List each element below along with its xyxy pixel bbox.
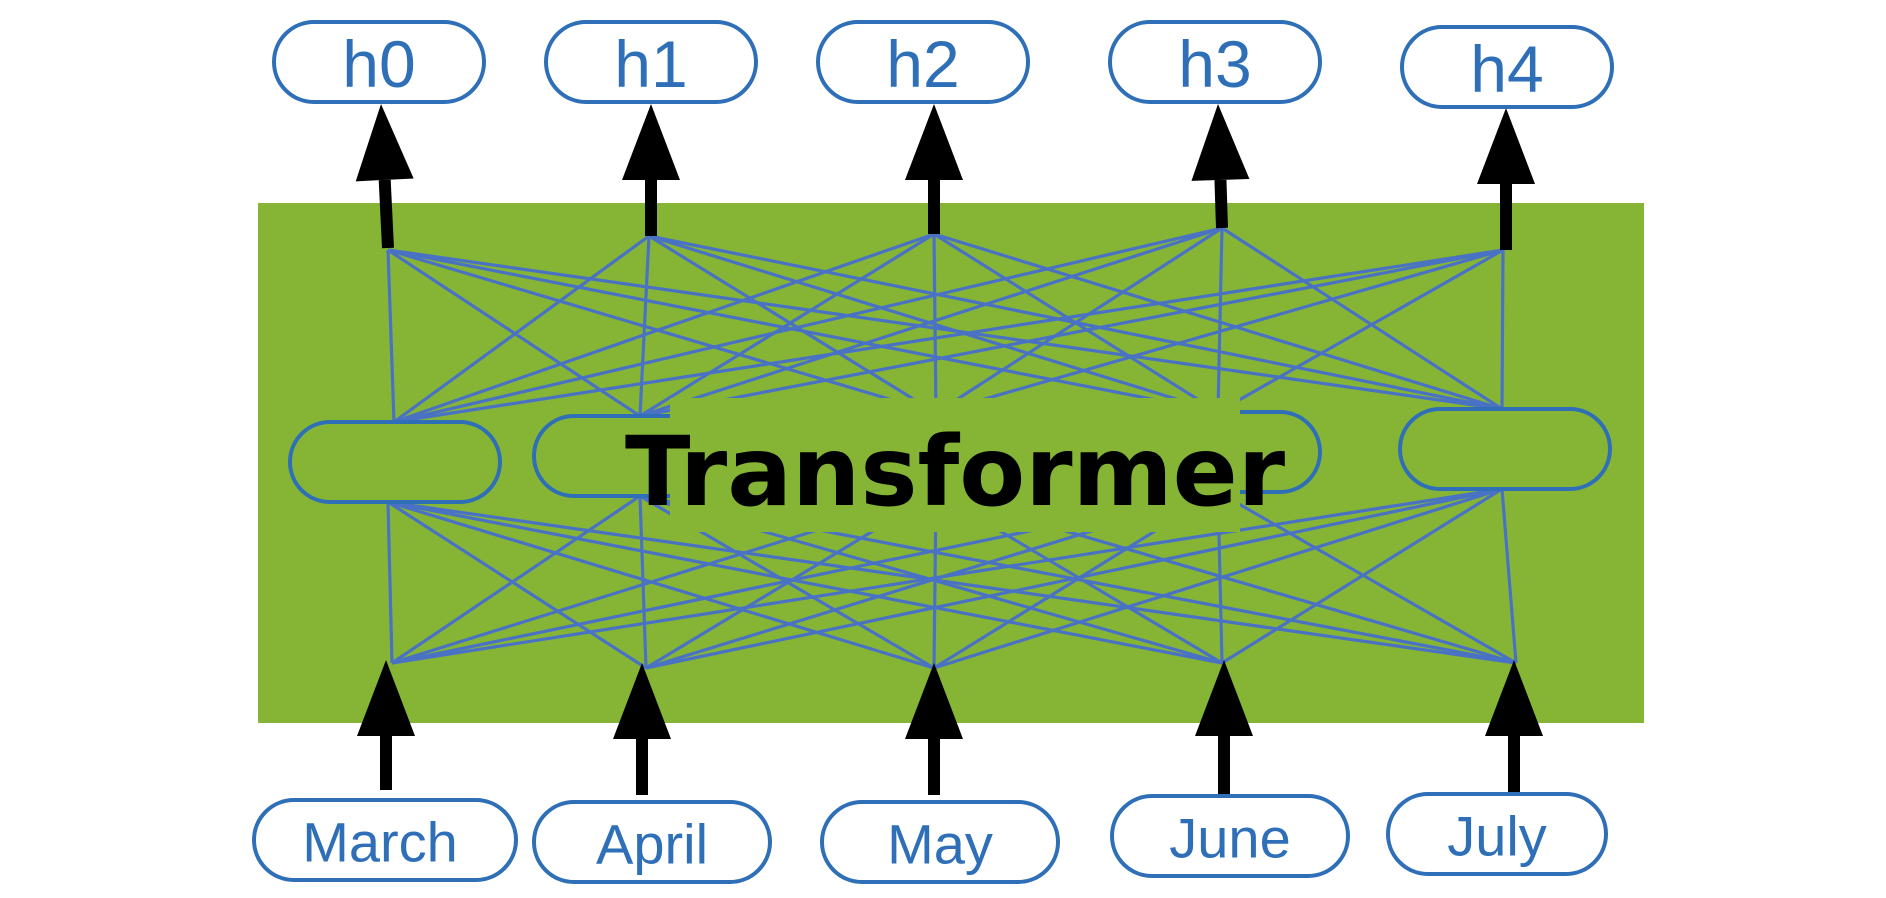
connection-upper-4-4 [1500,249,1505,410]
connection-upper-0-0 [386,249,396,423]
connection-upper-3-3 [1216,227,1224,413]
input-arrow-3 [1195,660,1253,795]
connection-upper-1-1 [638,235,651,417]
connection-lower-0-1 [387,500,647,670]
connection-lower-1-1 [638,495,648,669]
input-node-may: May [820,800,1060,884]
output-arrow-4 [1477,108,1535,250]
output-node-h2: h2 [816,20,1030,104]
connection-upper-4-0 [393,248,1504,424]
connection-lower-1-0 [391,494,641,665]
input-label: May [887,813,993,876]
connection-upper-2-2 [932,233,938,414]
arrow-shaft [378,179,394,249]
input-arrow-2 [905,663,963,795]
connection-upper-0-4 [387,248,1503,411]
connection-upper-2-0 [393,232,935,424]
input-label: March [302,811,458,874]
output-arrow-1 [622,104,680,236]
connection-lower-4-4 [1500,488,1518,664]
arrow-head [613,663,671,739]
arrow-head [905,663,963,739]
output-label: h1 [614,27,687,101]
connection-upper-2-4 [933,232,1503,411]
hidden-node-0 [288,420,502,504]
output-node-h3: h3 [1108,20,1322,104]
input-label: July [1447,805,1547,868]
output-label: h4 [1470,32,1543,106]
arrow-head [1477,108,1535,184]
attention-connections [386,226,1518,670]
connection-lower-0-4 [387,500,1517,665]
connection-upper-3-4 [1221,226,1503,411]
input-nodes: March April May June July [252,792,1608,884]
connection-upper-1-2 [648,234,937,415]
connection-lower-0-0 [386,501,394,664]
output-label: h0 [342,27,415,101]
output-node-h1: h1 [544,20,758,104]
output-node-h4: h4 [1400,25,1614,109]
connection-upper-4-2 [935,248,1504,415]
output-arrow-3 [1191,104,1250,229]
input-node-june: June [1110,794,1350,878]
output-label: h3 [1178,27,1251,101]
connection-upper-3-0 [393,226,1223,424]
output-arrow-2 [905,104,963,234]
output-arrow-0 [355,104,414,249]
input-node-march: March [252,798,518,882]
arrow-head [1191,104,1250,181]
input-label: June [1169,807,1290,870]
transformer-label-backdrop [670,398,1240,532]
input-node-april: April [532,800,772,884]
input-arrow-1 [613,663,671,795]
arrow-head [905,104,963,180]
connection-lower-0-2 [387,500,935,670]
connection-lower-3-4 [1217,490,1517,665]
input-label: April [596,813,708,876]
connection-upper-4-1 [639,248,1504,418]
connection-upper-4-3 [1217,248,1504,414]
output-label: h2 [886,27,959,101]
input-arrow-4 [1485,660,1543,795]
connection-upper-2-1 [639,232,935,418]
arrow-head [357,660,415,736]
connection-upper-0-2 [387,248,937,415]
connection-upper-1-0 [393,234,650,424]
connection-upper-3-2 [935,226,1223,415]
arrows [355,104,1543,795]
input-node-july: July [1386,792,1608,876]
hidden-node-4 [1398,407,1612,491]
connection-lower-4-2 [933,487,1503,670]
output-node-h0: h0 [272,20,486,104]
arrow-head [1195,660,1253,736]
arrow-head [1485,660,1543,736]
connection-upper-3-1 [639,226,1223,418]
arrow-head [622,104,680,180]
transformer-label: Transformer [625,416,1286,528]
arrow-head [355,104,414,182]
output-nodes: h0 h1 h2 h3 h4 [272,20,1614,109]
connection-lower-0-3 [387,500,1223,665]
input-arrow-0 [357,660,415,790]
arrow-shaft [1214,179,1228,229]
